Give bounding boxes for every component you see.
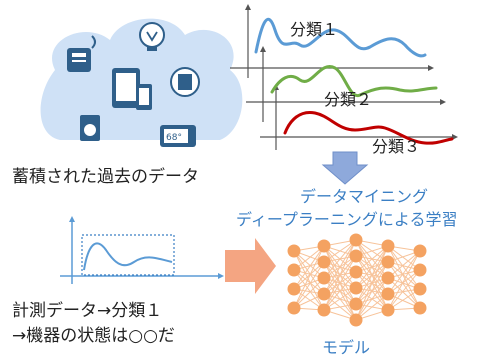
network-edge (355, 245, 389, 273)
network-node (317, 271, 331, 285)
network-edge (387, 250, 421, 295)
series-label-2: 分類２ (324, 90, 373, 109)
network-node (317, 287, 331, 301)
network-edge (387, 245, 421, 309)
network-edge (293, 261, 325, 290)
network-node (287, 263, 301, 277)
network-edge (293, 250, 325, 295)
network-edge (293, 250, 325, 279)
network-node (381, 271, 395, 285)
network-edge (355, 261, 389, 321)
network-node (349, 281, 363, 295)
network-edge (293, 261, 325, 309)
washing-machine-icon (80, 115, 100, 141)
network-edge (387, 277, 421, 309)
network-node (287, 282, 301, 296)
network-edge (387, 269, 421, 311)
network-node (413, 244, 427, 258)
measurement-chart (60, 216, 224, 284)
network-edge (387, 245, 421, 271)
network-node (349, 297, 363, 311)
network-node (413, 263, 427, 277)
model-network (287, 233, 427, 327)
series-label-1: 分類１ (290, 20, 339, 39)
cloud-caption: 蓄積された過去のデータ (12, 167, 199, 187)
network-node (413, 301, 427, 315)
network-node (413, 282, 427, 296)
mining-line-1: データマイニング (300, 187, 429, 206)
measurement-line-2: →機器の状態は○○だ (12, 326, 175, 346)
network-edge (323, 239, 357, 311)
network-edge (387, 269, 421, 295)
network-edge (293, 250, 325, 311)
mining-line-2: ディープラーニングによる学習 (236, 210, 458, 229)
axis-arrows (245, 4, 458, 140)
series-line-2 (270, 65, 438, 98)
water-heater-icon (170, 67, 200, 97)
model-label: モデル (322, 338, 371, 357)
network-node (287, 301, 301, 315)
series-axes (230, 10, 452, 150)
lightbulb-icon (139, 22, 165, 51)
measurement-line-1: 計測データ→分類１ (12, 301, 163, 321)
network-node (381, 255, 395, 269)
network-edge (355, 277, 389, 321)
network-edge (293, 269, 325, 311)
network-edge (387, 245, 421, 290)
right-arrow (225, 238, 276, 294)
series-line-1 (254, 17, 427, 58)
thermostat-icon (67, 35, 96, 72)
network-node (317, 239, 331, 253)
series-line-3 (283, 110, 454, 145)
network-node (317, 303, 331, 317)
network-edge (323, 239, 357, 295)
network-edge (293, 245, 325, 290)
cloud-shape (40, 18, 243, 141)
display-68-icon (160, 125, 196, 147)
network-edge (323, 255, 357, 311)
network-node (349, 313, 363, 327)
network-node (349, 265, 363, 279)
network-node (381, 303, 395, 317)
network-edge (355, 245, 389, 305)
network-edge (387, 261, 421, 309)
network-edge (293, 245, 325, 309)
series-label-3: 分類３ (372, 137, 421, 156)
network-node (317, 255, 331, 269)
network-edge (293, 277, 325, 309)
tablet-phone-icon (112, 68, 152, 110)
network-node (349, 233, 363, 247)
network-edge (323, 271, 357, 311)
network-edge (355, 293, 389, 321)
network-edge (387, 250, 421, 279)
network-node (381, 287, 395, 301)
network-node (287, 244, 301, 258)
network-node (349, 249, 363, 263)
network-edge (387, 250, 421, 311)
down-arrow (321, 151, 369, 185)
network-edge (323, 239, 357, 279)
network-edge (387, 261, 421, 290)
network-node (381, 239, 395, 253)
network-edge (355, 245, 389, 289)
thermo-reading: 68° (166, 133, 182, 143)
